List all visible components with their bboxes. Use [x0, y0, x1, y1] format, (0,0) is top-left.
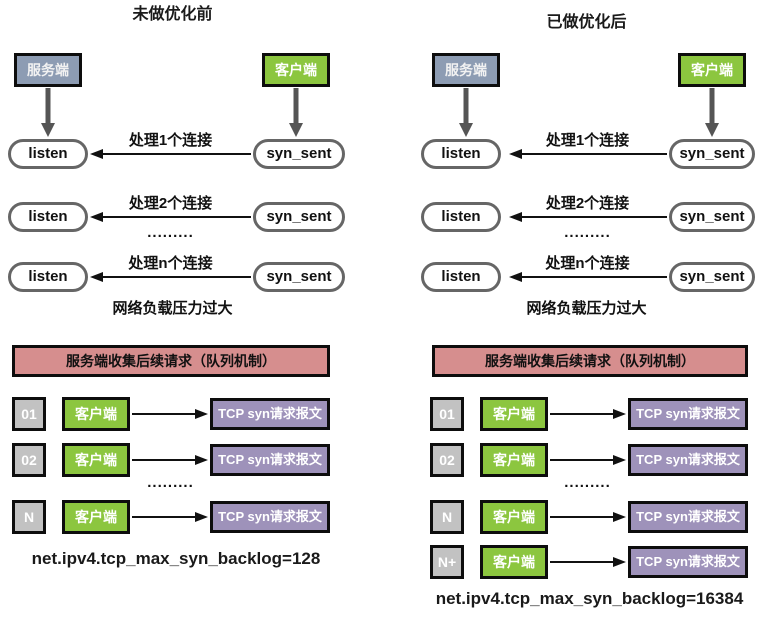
- syn-packet: TCP syn请求报文: [210, 398, 330, 430]
- queue-client: 客户端: [62, 443, 130, 477]
- listen-state: listen: [8, 262, 88, 292]
- listen-state: listen: [8, 139, 88, 169]
- syn-packet: TCP syn请求报文: [628, 398, 748, 430]
- queue-client: 客户端: [480, 500, 548, 534]
- syn-sent-state: syn_sent: [669, 202, 755, 232]
- queue-index: N: [12, 500, 46, 534]
- queue-client: 客户端: [480, 397, 548, 431]
- overload-text: 网络负载压力过大: [112, 300, 233, 317]
- syn-sent-state: syn_sent: [253, 139, 345, 169]
- syn-sent-state: syn_sent: [253, 262, 345, 292]
- queue-index: 01: [12, 397, 46, 431]
- listen-state: listen: [421, 139, 501, 169]
- syn-packet: TCP syn请求报文: [210, 444, 330, 476]
- queue-index: 02: [430, 443, 464, 477]
- queue-client: 客户端: [62, 397, 130, 431]
- syn-packet: TCP syn请求报文: [210, 501, 330, 533]
- listen-state: listen: [421, 202, 501, 232]
- client-box: 客户端: [678, 53, 746, 87]
- connection-label: 处理2个连接: [545, 195, 630, 212]
- connection-label: 处理1个连接: [545, 132, 630, 149]
- queue-banner: 服务端收集后续请求（队列机制）: [12, 345, 330, 377]
- connection-label: 处理n个连接: [128, 255, 213, 272]
- syn-packet: TCP syn请求报文: [628, 546, 748, 578]
- queue-client: 客户端: [62, 500, 130, 534]
- listen-state: listen: [8, 202, 88, 232]
- queue-index: N+: [430, 545, 464, 579]
- ellipsis: .........: [147, 224, 194, 241]
- connection-label: 处理1个连接: [128, 132, 213, 149]
- syn-packet: TCP syn请求报文: [628, 444, 748, 476]
- panel-title-before: 未做优化前: [132, 6, 213, 23]
- vertical-arrows: [41, 88, 719, 137]
- queue-index: 02: [12, 443, 46, 477]
- connection-label: 处理n个连接: [545, 255, 630, 272]
- ellipsis: .........: [147, 474, 194, 491]
- queue-banner: 服务端收集后续请求（队列机制）: [432, 345, 748, 377]
- sysctl-text: net.ipv4.tcp_max_syn_backlog=16384: [435, 589, 744, 608]
- server-box: 服务端: [432, 53, 500, 87]
- connection-label: 处理2个连接: [128, 195, 213, 212]
- server-box: 服务端: [14, 53, 82, 87]
- syn-sent-state: syn_sent: [253, 202, 345, 232]
- ellipsis: .........: [564, 224, 611, 241]
- queue-index: N: [430, 500, 464, 534]
- queue-client: 客户端: [480, 443, 548, 477]
- panel-title-after: 已做优化后: [546, 14, 627, 31]
- sysctl-text: net.ipv4.tcp_max_syn_backlog=128: [31, 549, 321, 568]
- syn-packet: TCP syn请求报文: [628, 501, 748, 533]
- client-box: 客户端: [262, 53, 330, 87]
- queue-client: 客户端: [480, 545, 548, 579]
- overload-text: 网络负载压力过大: [526, 300, 647, 317]
- queue-index: 01: [430, 397, 464, 431]
- ellipsis: .........: [564, 474, 611, 491]
- syn-sent-state: syn_sent: [669, 262, 755, 292]
- listen-state: listen: [421, 262, 501, 292]
- syn-sent-state: syn_sent: [669, 139, 755, 169]
